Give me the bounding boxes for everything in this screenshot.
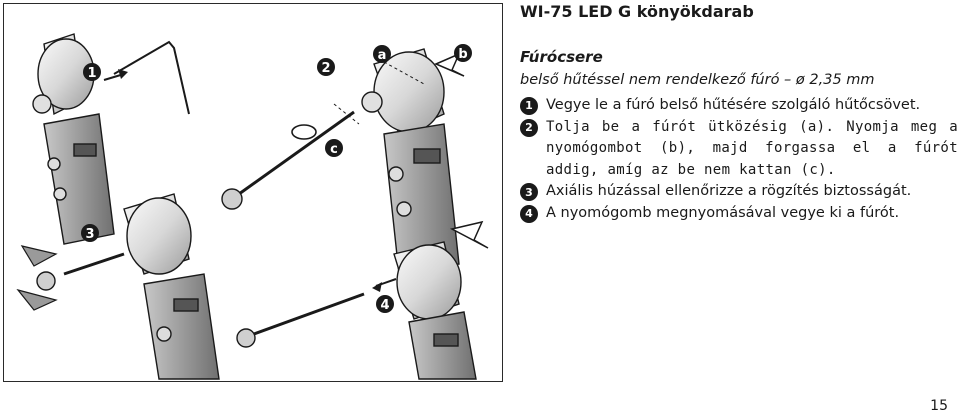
- step-text-3: Axiális húzással ellenőrizze a rögzítés …: [546, 183, 912, 200]
- illustration-frame: 1 2 3 4 a b c: [3, 3, 503, 382]
- step-text-2: Tolja be a fúrót ütközésig (a). Nyomja m…: [546, 118, 958, 178]
- arrow-step-1: [103, 69, 128, 81]
- bur-step-4: [236, 292, 365, 348]
- press-arrow-b: [434, 52, 465, 77]
- handpiece-step-4: [393, 241, 477, 380]
- callout-2: 2: [317, 58, 335, 76]
- step-number-4: 4: [520, 204, 538, 223]
- step-number-1: 1: [520, 97, 538, 115]
- step-1: 1 Vegye le a fúró belső hűtésére szolgál…: [520, 95, 958, 117]
- svg-text:b: b: [458, 47, 467, 62]
- rotate-arrow-c: [291, 124, 317, 140]
- section-subtitle: belső hűtéssel nem rendelkező fúró – ø 2…: [520, 72, 875, 88]
- handpiece-step-3: [123, 193, 220, 380]
- bur-step-3: [36, 252, 125, 291]
- handpiece-illustration: 1 2 3 4 a b c: [16, 33, 489, 380]
- callout-1: 1: [83, 63, 101, 81]
- step-4: 4 A nyomógomb megnyomásával vegye ki a f…: [520, 203, 958, 225]
- handpiece-step-2: [361, 48, 460, 275]
- arrow-step-4: [372, 278, 397, 292]
- press-arrow-step-4: [449, 220, 489, 249]
- svg-text:2: 2: [321, 61, 330, 76]
- letter-c: c: [325, 139, 343, 157]
- step-3: 3 Axiális húzással ellenőrizze a rögzíté…: [520, 181, 958, 203]
- callout-4: 4: [376, 295, 394, 313]
- svg-text:c: c: [330, 142, 338, 157]
- svg-text:a: a: [378, 48, 387, 63]
- bur-step-2: [221, 110, 355, 210]
- svg-text:4: 4: [380, 298, 389, 313]
- page-number: 15: [930, 398, 948, 414]
- step-list: 1 Vegye le a fúró belső hűtésére szolgál…: [520, 95, 958, 225]
- letter-b: b: [454, 44, 472, 62]
- svg-text:1: 1: [87, 66, 96, 81]
- step-text-1: Vegye le a fúró belső hűtésére szolgáló …: [546, 97, 921, 113]
- dashed-guides: [333, 61, 425, 125]
- svg-text:3: 3: [85, 227, 94, 242]
- pull-arrow-step-3: [16, 245, 58, 311]
- step-number-3: 3: [520, 183, 538, 202]
- coolant-tube: [113, 40, 190, 115]
- letter-a: a: [373, 45, 391, 63]
- step-2: 2 Tolja be a fúrót ütközésig (a). Nyomja…: [520, 117, 958, 182]
- section-title: Fúrócsere: [520, 48, 603, 66]
- step-text-4: A nyomógomb megnyomásával vegye ki a fúr…: [546, 204, 900, 221]
- callout-3: 3: [81, 224, 99, 242]
- step-number-2: 2: [520, 118, 538, 137]
- handpiece-step-1: [32, 33, 115, 245]
- document-title: WI-75 LED G könyökdarab: [520, 2, 754, 21]
